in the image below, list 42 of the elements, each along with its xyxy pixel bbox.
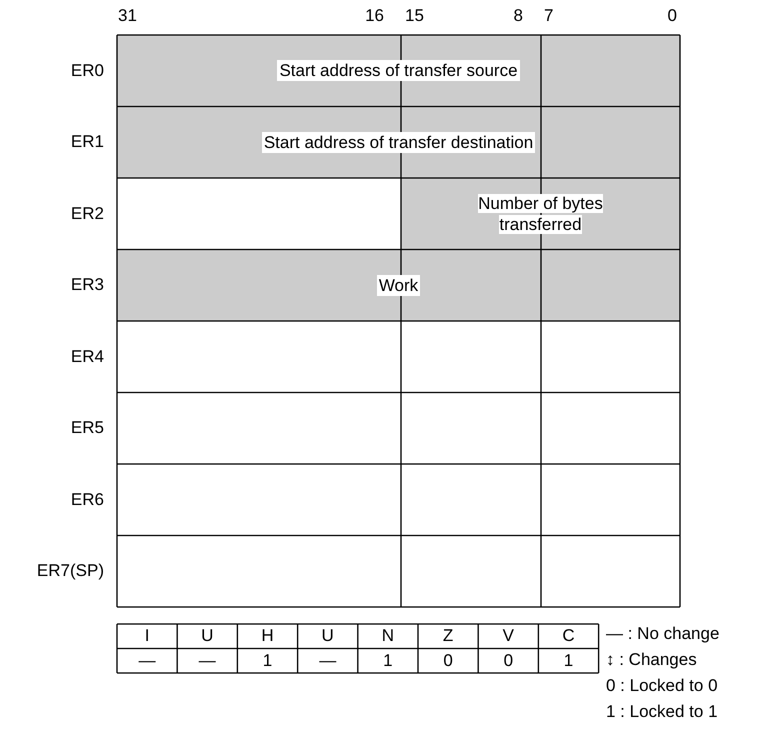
register-field — [117, 106, 680, 178]
flag-name: H — [260, 626, 275, 646]
register-name: ER4 — [70, 346, 104, 367]
legend-entry: 1 : Locked to 1 — [606, 702, 718, 722]
flag-name: I — [144, 626, 150, 646]
flag-value: — — [198, 650, 217, 671]
flag-value: 1 — [262, 650, 274, 671]
register-name: ER3 — [70, 275, 104, 296]
register-name: ER0 — [70, 60, 104, 81]
register-name: ER1 — [70, 132, 104, 152]
legend-entry: 0 : Locked to 0 — [606, 676, 718, 696]
flag-value: 1 — [382, 650, 394, 671]
register-field — [401, 178, 680, 250]
bit-number: 0 — [668, 6, 677, 26]
flag-name: C — [561, 626, 576, 646]
flag-value: — — [318, 650, 338, 671]
bit-number: 16 — [365, 6, 384, 26]
flag-value: 0 — [502, 650, 514, 671]
field-label: Start address of transfer destination — [262, 132, 536, 153]
flag-name: U — [200, 626, 214, 646]
register-name: ER2 — [70, 204, 104, 224]
register-name: ER5 — [70, 418, 104, 438]
register-name: ER6 — [70, 490, 104, 510]
flag-value: 0 — [442, 650, 454, 671]
flag-name: Z — [442, 626, 454, 646]
flag-name: U — [320, 626, 335, 646]
flag-value: — — [138, 650, 157, 671]
legend-entry: ↕ : Changes — [606, 650, 697, 670]
field-label: Number of bytes transferred — [477, 192, 604, 235]
flag-value: 1 — [562, 650, 574, 671]
register-name: ER7(SP) — [36, 561, 104, 582]
field-label: Work — [376, 274, 420, 296]
register-field — [117, 35, 680, 106]
bit-number: 8 — [514, 6, 523, 26]
bit-number: 31 — [118, 6, 137, 26]
flag-name: N — [380, 626, 396, 646]
field-label: Start address of transfer source — [277, 60, 520, 82]
register-field — [117, 250, 680, 321]
legend-entry: — : No change — [606, 624, 720, 644]
bit-number: 15 — [405, 6, 424, 26]
bit-number: 7 — [544, 6, 554, 26]
flag-name: V — [502, 626, 515, 646]
